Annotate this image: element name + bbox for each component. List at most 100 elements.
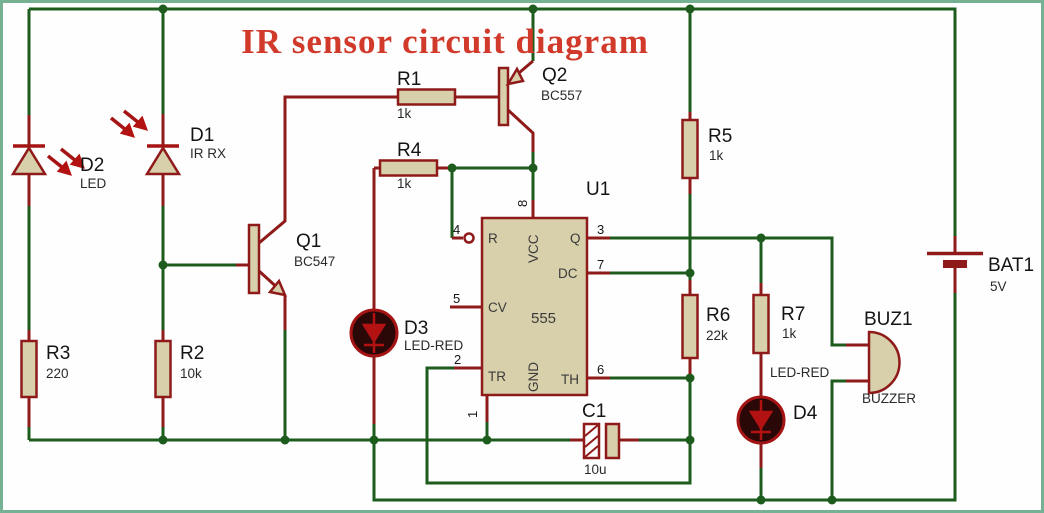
- junction-dot: [685, 373, 695, 383]
- resistor-r3: R3 220: [20, 330, 70, 427]
- r2-body: [154, 339, 172, 399]
- junction-dot: [447, 163, 457, 173]
- r2-ref: R2: [180, 343, 204, 364]
- d1-ref: D1: [190, 125, 214, 146]
- d4-value: LED-RED: [770, 365, 830, 380]
- r6-value: 22k: [706, 328, 728, 343]
- c1-ref: C1: [582, 401, 606, 422]
- resistor-r7: R7 1k: [752, 283, 805, 400]
- buzzer-buz1: BUZ1 BUZZER: [846, 309, 916, 406]
- r6-body: [681, 293, 699, 360]
- r3-ref: R3: [46, 343, 70, 364]
- r4-value: 1k: [397, 176, 412, 191]
- c1-plate-hatch: [584, 424, 599, 458]
- junction-dot: [482, 435, 492, 445]
- u1-pin-number-6: 6: [597, 362, 604, 377]
- junction-dot: [158, 4, 168, 14]
- buz1-value: BUZZER: [862, 391, 916, 406]
- q2-emitter-arrow: [505, 66, 525, 86]
- photodiode-d1: D1 IR RX: [109, 109, 226, 206]
- q2-base-bar: [497, 66, 510, 127]
- page-title: IR sensor circuit diagram: [241, 22, 649, 61]
- u1-pin-label-r: R: [488, 231, 498, 246]
- r1-body: [396, 88, 457, 106]
- wire-tr-path: [425, 366, 692, 485]
- r4-body: [378, 159, 439, 177]
- resistor-r4: R4 1k: [374, 140, 448, 191]
- ic-u1-555: R CV TR Q DC TH VCC GND 555 4 5 2 3 7 6 …: [450, 179, 610, 422]
- r7-body: [752, 293, 770, 355]
- buzzer-icon: [867, 330, 901, 395]
- junction-dot: [528, 4, 538, 14]
- q1-base-bar: [247, 223, 261, 295]
- u1-pin-number-1: 1: [465, 411, 480, 418]
- r7-ref: R7: [781, 304, 805, 325]
- junction-dot: [827, 495, 837, 505]
- u1-pin-label-dc: DC: [558, 266, 578, 281]
- bat1-value: 5V: [990, 279, 1007, 294]
- q2-collector: [506, 108, 535, 152]
- u1-pin-number-2: 2: [454, 352, 461, 367]
- u1-pin-label-th: TH: [561, 372, 579, 387]
- u1-pin-label-gnd: GND: [526, 362, 541, 392]
- d2-diode-triangle: [10, 145, 48, 176]
- r3-value: 220: [46, 366, 69, 381]
- r4-ref: R4: [397, 140, 422, 161]
- bat1-ref: BAT1: [988, 255, 1034, 276]
- c1-plate-right: [604, 422, 621, 460]
- d4-ref: D4: [793, 403, 818, 424]
- q2-value: BC557: [541, 88, 582, 103]
- wire-top-rail: [29, 7, 957, 236]
- u1-body: [480, 216, 589, 397]
- led-d2: D2 LED: [10, 115, 107, 206]
- u1-pin-number-8: 8: [515, 200, 530, 207]
- r6-ref: R6: [706, 305, 730, 326]
- transistor-q1: Q1 BC547: [236, 95, 399, 330]
- d4-led-triangle: [748, 410, 774, 431]
- r3-body: [20, 339, 38, 399]
- r5-value: 1k: [709, 148, 724, 163]
- junction-dot: [685, 435, 695, 445]
- led-d4: LED-RED D4: [736, 365, 830, 468]
- u1-pin4-bubble: [463, 232, 475, 244]
- led-d3: D3 LED-RED: [349, 168, 464, 424]
- r5-body: [681, 118, 699, 180]
- q1-emitter-arrow: [267, 278, 288, 297]
- u1-chip-label: 555: [531, 310, 556, 327]
- u1-pin-label-tr: TR: [488, 369, 506, 384]
- resistor-r5: R5 1k: [681, 112, 732, 194]
- q2-ref: Q2: [542, 65, 567, 86]
- q1-collector: [258, 95, 399, 245]
- d2-value: LED: [80, 176, 107, 191]
- light-receive-arrows-icon: [109, 109, 148, 138]
- q1-value: BC547: [294, 254, 335, 269]
- u1-pin-number-4: 4: [453, 222, 460, 237]
- r5-ref: R5: [708, 126, 732, 147]
- battery-bat1: BAT1 5V: [927, 236, 1034, 294]
- d3-value: LED-RED: [404, 338, 464, 353]
- junction-dot: [158, 435, 168, 445]
- resistor-r1: R1 1k: [396, 69, 499, 121]
- d1-value: IR RX: [190, 146, 226, 161]
- junction-dot: [280, 435, 290, 445]
- r1-ref: R1: [397, 69, 421, 90]
- u1-pin-label-vcc: VCC: [526, 234, 541, 263]
- capacitor-c1: C1 10u: [570, 401, 639, 477]
- u1-pin-number-3: 3: [597, 222, 604, 237]
- d2-ref: D2: [80, 155, 104, 176]
- u1-pin-number-7: 7: [597, 257, 604, 272]
- q1-ref: Q1: [296, 231, 321, 252]
- u1-pin-number-5: 5: [453, 291, 460, 306]
- buz1-ref: BUZ1: [864, 309, 913, 330]
- d3-led-triangle: [361, 323, 387, 344]
- junction-dot: [528, 163, 538, 173]
- wire-q-output: [608, 236, 848, 347]
- r7-value: 1k: [782, 326, 797, 341]
- r1-value: 1k: [397, 106, 412, 121]
- u1-ref: U1: [586, 179, 610, 200]
- light-emit-arrows-icon: [46, 147, 85, 176]
- junction-dots: [158, 4, 837, 505]
- resistor-r2: R2 10k: [154, 330, 204, 427]
- transistor-q2: Q2 BC557: [497, 59, 582, 152]
- wires: [27, 7, 957, 502]
